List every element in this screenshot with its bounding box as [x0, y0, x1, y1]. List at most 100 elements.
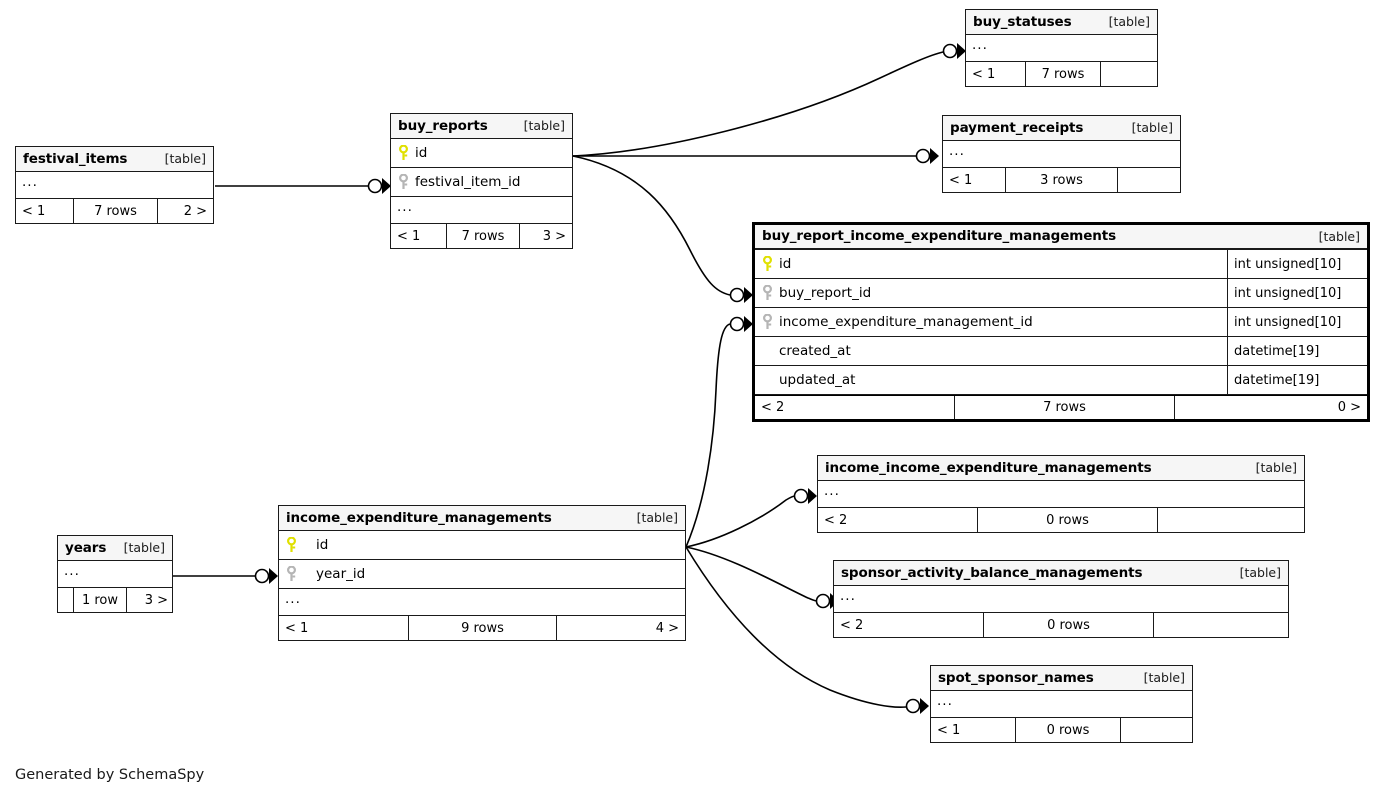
column-row: id	[279, 531, 685, 560]
table-type-tag: [table]	[1108, 14, 1150, 29]
footer-parents: < 1	[16, 199, 74, 223]
column-name: created_at	[779, 343, 851, 359]
footer-children	[1121, 718, 1192, 742]
footer-rowcount: 9 rows	[409, 616, 557, 640]
column-name: id	[779, 256, 792, 272]
table-header: years [table]	[58, 536, 172, 561]
column-type: datetime[19]	[1227, 366, 1367, 394]
footer-rowcount: 3 rows	[1006, 168, 1118, 192]
table-payment_receipts[interactable]: payment_receipts [table] ... < 1 3 rows	[942, 115, 1181, 193]
column-name: year_id	[316, 566, 366, 582]
table-spot_sponsor_names[interactable]: spot_sponsor_names [table] ... < 1 0 row…	[930, 665, 1193, 743]
table-header: spot_sponsor_names [table]	[931, 666, 1192, 691]
footer-parents: < 1	[931, 718, 1016, 742]
footer-children: 0 >	[1337, 400, 1361, 415]
table-type-tag: [table]	[164, 151, 206, 166]
footer-children: 3 >	[144, 592, 168, 608]
table-header: buy_reports [table]	[391, 114, 572, 139]
collapsed-columns-row: ...	[818, 481, 1304, 508]
collapsed-columns-row: ...	[279, 589, 685, 616]
footer-parents: < 2	[834, 613, 984, 637]
table-footer: < 2 0 rows	[834, 613, 1288, 637]
table-festival_items[interactable]: festival_items [table] ... < 1 7 rows 2 …	[15, 146, 214, 224]
table-footer: < 2 0 rows	[818, 508, 1304, 532]
column-type: int unsigned[10]	[1227, 250, 1367, 278]
table-sponsor_activity_balance_managements[interactable]: sponsor_activity_balance_managements [ta…	[833, 560, 1289, 638]
table-header: buy_report_income_expenditure_management…	[755, 225, 1367, 250]
footer-children	[1158, 508, 1304, 532]
primary-key-icon	[761, 256, 774, 272]
edge-income_expenditure_managements-sponsor_activity_balance_managements	[685, 546, 839, 609]
table-title: income_expenditure_managements	[286, 509, 552, 526]
table-income_expenditure_managements[interactable]: income_expenditure_managements [table] i…	[278, 505, 686, 641]
foreign-key-icon	[761, 314, 774, 330]
table-type-tag: [table]	[523, 118, 565, 133]
edge-buy_reports-buy_report_income_expenditure_managements	[572, 155, 753, 303]
foreign-key-icon	[761, 285, 774, 301]
table-type-tag: [table]	[1239, 565, 1281, 580]
footer-children	[1118, 168, 1180, 192]
column-row: created_at datetime[19]	[755, 337, 1367, 366]
column-type: int unsigned[10]	[1227, 308, 1367, 336]
footer-rowcount: 7 rows	[447, 224, 520, 248]
table-footer: < 1 7 rows	[966, 62, 1157, 86]
table-title: spot_sponsor_names	[938, 669, 1094, 686]
footer-parents: < 1	[391, 224, 447, 248]
primary-key-icon	[285, 537, 298, 553]
edge-buy_reports-buy_statuses	[572, 43, 966, 157]
table-footer: < 1 0 rows	[931, 718, 1192, 742]
table-buy_reports[interactable]: buy_reports [table] id festival_item_id …	[390, 113, 573, 249]
table-header: sponsor_activity_balance_managements [ta…	[834, 561, 1288, 586]
table-footer: < 1 3 rows	[943, 168, 1180, 192]
collapsed-columns-row: ...	[16, 172, 213, 199]
table-type-tag: [table]	[636, 510, 678, 525]
table-footer: 1 row 3 >	[58, 588, 172, 612]
column-row: updated_at datetime[19]	[755, 366, 1367, 395]
edge-income_expenditure_managements-buy_report_income_expenditure_managements	[685, 316, 753, 548]
footer-rowcount: 1 row	[74, 588, 127, 612]
footer-children: 3 >	[542, 228, 566, 244]
edge-income_expenditure_managements-income_income_expenditure_managements	[685, 488, 817, 548]
table-title: payment_receipts	[950, 119, 1084, 136]
edge-festival_items-buy_reports	[215, 178, 391, 194]
footer-rowcount: 0 rows	[978, 508, 1158, 532]
footer-children	[1101, 62, 1157, 86]
table-type-tag: [table]	[123, 540, 165, 555]
table-income_income_expenditure_managements[interactable]: income_income_expenditure_managements [t…	[817, 455, 1305, 533]
edge-years-income_expenditure_managements	[173, 568, 278, 584]
table-years[interactable]: years [table] ... 1 row 3 >	[57, 535, 173, 613]
generated-by-credit: Generated by SchemaSpy	[15, 767, 205, 783]
table-title: income_income_expenditure_managements	[825, 459, 1152, 476]
column-row: id int unsigned[10]	[755, 250, 1367, 279]
column-type: int unsigned[10]	[1227, 279, 1367, 307]
table-header: buy_statuses [table]	[966, 10, 1157, 35]
table-header: festival_items [table]	[16, 147, 213, 172]
table-type-tag: [table]	[1255, 460, 1297, 475]
column-row: id	[391, 139, 572, 168]
table-title: festival_items	[23, 150, 128, 167]
column-name: income_expenditure_management_id	[779, 314, 1033, 330]
table-buy_statuses[interactable]: buy_statuses [table] ... < 1 7 rows	[965, 9, 1158, 87]
table-title: buy_report_income_expenditure_management…	[762, 228, 1117, 244]
footer-rowcount: 7 rows	[1026, 62, 1101, 86]
column-row: income_expenditure_management_id int uns…	[755, 308, 1367, 337]
column-name: id	[316, 537, 329, 553]
foreign-key-icon	[397, 174, 410, 190]
footer-children: 2 >	[183, 203, 207, 219]
footer-parents: < 2	[755, 396, 955, 419]
footer-parents: < 1	[943, 168, 1006, 192]
collapsed-columns-row: ...	[943, 141, 1180, 168]
footer-children	[1154, 613, 1288, 637]
table-buy_report_income_expenditure_managements[interactable]: buy_report_income_expenditure_management…	[752, 222, 1370, 422]
table-title: buy_statuses	[973, 13, 1072, 30]
column-name: id	[415, 145, 428, 161]
table-type-tag: [table]	[1131, 120, 1173, 135]
footer-parents: < 1	[279, 616, 409, 640]
collapsed-columns-row: ...	[58, 561, 172, 588]
table-footer: < 1 7 rows 2 >	[16, 199, 213, 223]
collapsed-columns-row: ...	[834, 586, 1288, 613]
collapsed-columns-row: ...	[931, 691, 1192, 718]
column-type: datetime[19]	[1227, 337, 1367, 365]
table-type-tag: [table]	[1143, 670, 1185, 685]
